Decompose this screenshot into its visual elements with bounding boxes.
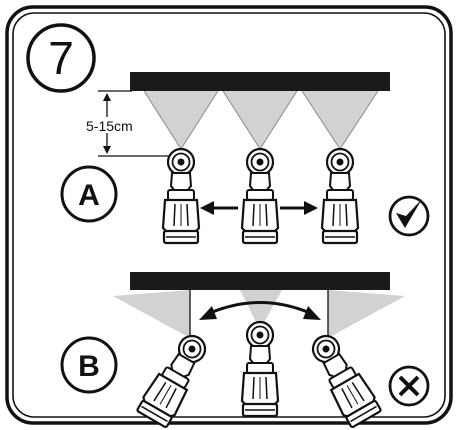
arc-motion-arrow bbox=[199, 301, 321, 320]
tilted-spray-gun-right bbox=[302, 327, 384, 430]
spray-gun-center bbox=[240, 147, 280, 245]
parallel-motion-arrows bbox=[200, 201, 318, 215]
distance-dimension: 5-15cm bbox=[86, 90, 180, 157]
panel-a-label-circle bbox=[60, 165, 118, 223]
distance-label: 5-15cm bbox=[86, 118, 133, 134]
spray-gun-right bbox=[320, 147, 360, 245]
cross-icon bbox=[388, 365, 430, 407]
inner-frame bbox=[12, 12, 446, 418]
surface-bar-b bbox=[130, 272, 390, 290]
panel-b: B bbox=[60, 272, 430, 430]
panel-a-label: A bbox=[78, 179, 100, 212]
outer-frame bbox=[5, 5, 453, 425]
step-number: 7 bbox=[48, 32, 74, 84]
step-number-badge: 7 bbox=[26, 23, 96, 93]
tilted-spray-gun-left bbox=[134, 327, 216, 430]
spray-cone-left bbox=[144, 91, 218, 149]
panel-a: 5-15cm A bbox=[60, 72, 430, 245]
angled-spray-cone-right bbox=[328, 290, 405, 338]
spray-cone-center bbox=[223, 91, 297, 149]
spray-gun-left bbox=[161, 147, 201, 245]
spray-gun-center-b bbox=[240, 320, 280, 418]
spray-cone-right bbox=[302, 91, 378, 149]
surface-bar-a bbox=[130, 72, 390, 91]
panel-b-label-circle bbox=[60, 336, 118, 394]
check-icon bbox=[388, 195, 430, 237]
angled-spray-cone-left bbox=[113, 290, 190, 338]
panel-b-label: B bbox=[78, 350, 100, 383]
angled-spray-cone-center bbox=[240, 290, 282, 330]
